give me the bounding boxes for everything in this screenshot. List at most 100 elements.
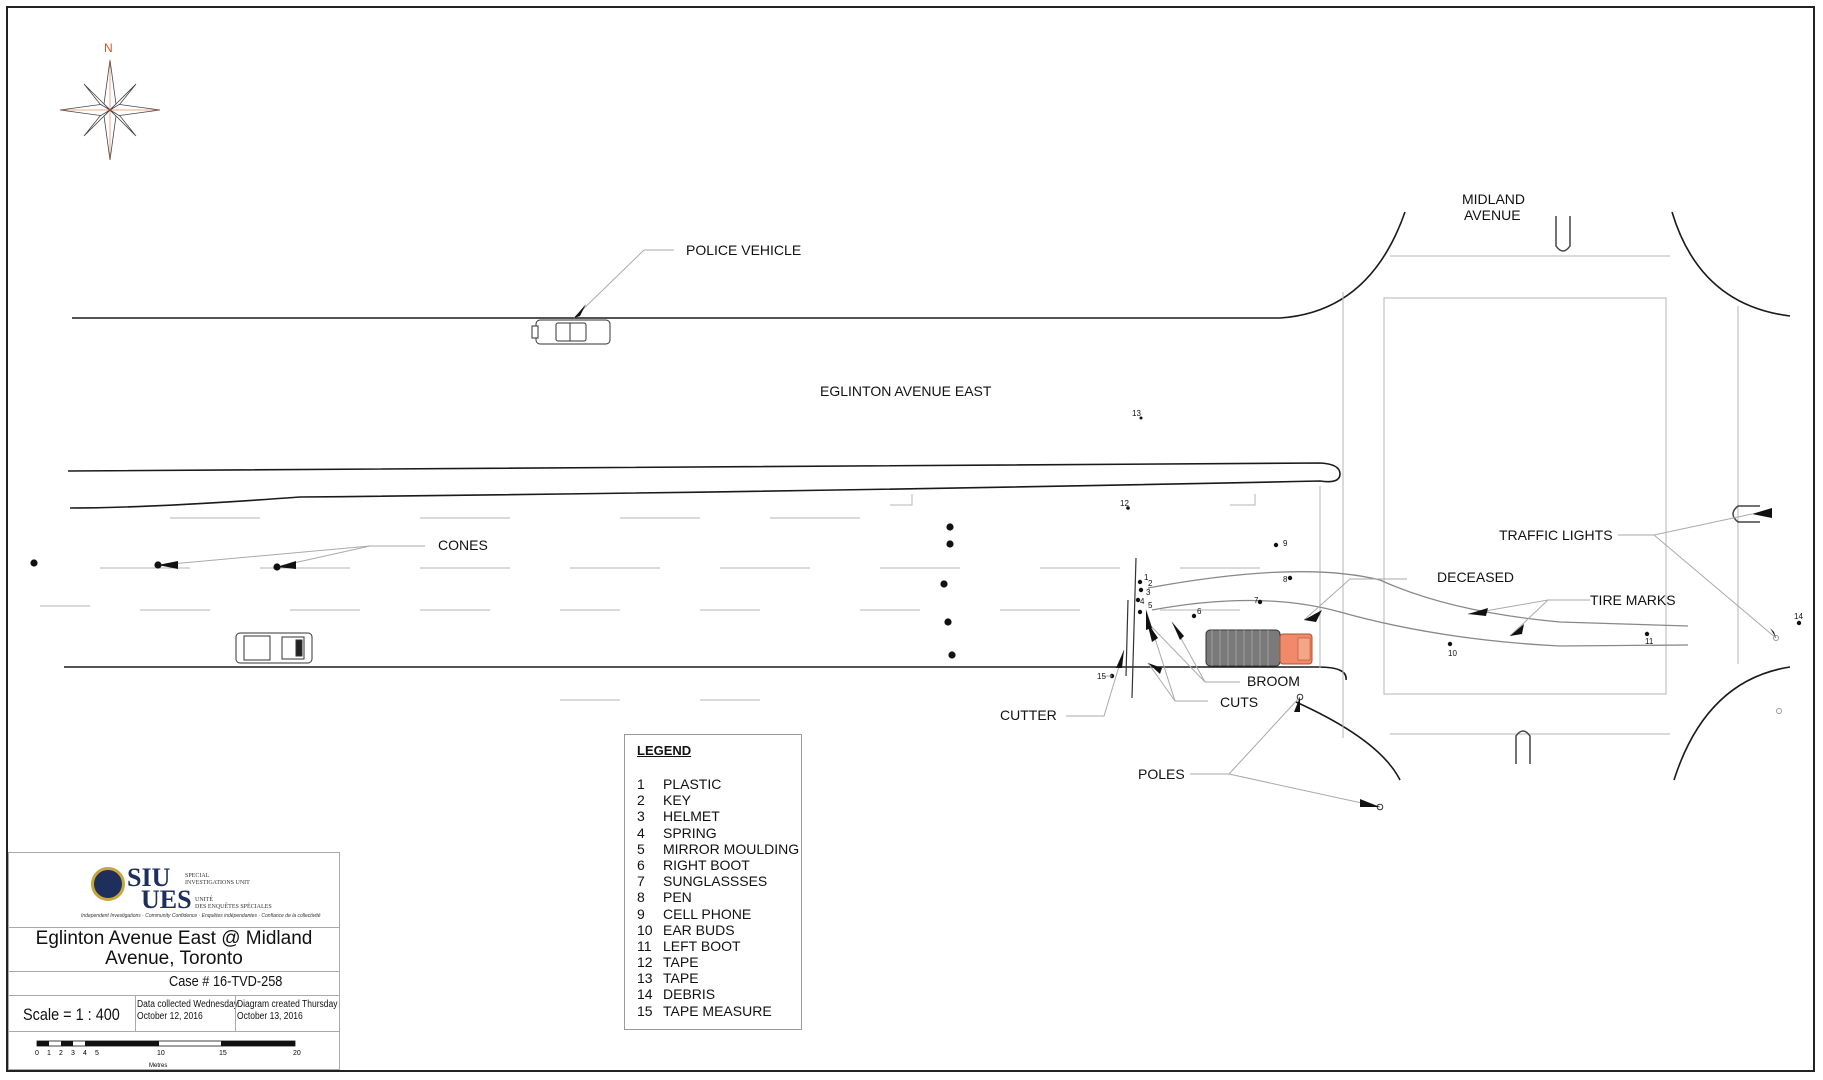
legend-item-label: PEN bbox=[663, 889, 692, 906]
legend-item: 12 TAPE bbox=[637, 954, 801, 970]
legend-item: 10 EAR BUDS bbox=[637, 922, 801, 938]
cone bbox=[940, 580, 948, 588]
south-curb bbox=[64, 666, 1347, 681]
road-edges bbox=[64, 211, 1791, 781]
legend-item-label: MIRROR MOULDING bbox=[663, 840, 800, 857]
traffic-light-pole bbox=[1776, 708, 1782, 714]
legend-item-label: RIGHT BOOT bbox=[663, 856, 750, 873]
siu-seal-icon bbox=[91, 867, 125, 901]
cones bbox=[30, 523, 956, 659]
scale-bar-tick-label: 0 bbox=[35, 1050, 39, 1057]
divider bbox=[235, 995, 236, 1031]
evidence-mark: 1 bbox=[1144, 573, 1149, 582]
evidence-mark: 12 bbox=[1120, 499, 1129, 508]
legend-item-label: SUNGLASSSES bbox=[663, 873, 768, 890]
legend-item-number: 5 bbox=[637, 840, 645, 857]
callout-tire-marks: TIRE MARKS bbox=[1590, 592, 1676, 608]
poles bbox=[1296, 635, 1782, 811]
tire-mark-lower bbox=[1151, 599, 1689, 647]
legend-item-label: CELL PHONE bbox=[663, 905, 752, 922]
siu-logo: SIU UES SPECIAL INVESTIGATIONS UNIT UNIT… bbox=[79, 861, 321, 925]
data-collected-date: Data collected Wednesday October 12, 201… bbox=[137, 999, 238, 1022]
scale-bar-tick-label: 20 bbox=[293, 1050, 301, 1057]
legend-item-number: 11 bbox=[637, 937, 652, 954]
legend-title: LEGEND bbox=[637, 743, 692, 758]
evidence-mark: 8 bbox=[1283, 575, 1288, 584]
evidence-mark: 15 bbox=[1097, 672, 1106, 681]
cone bbox=[946, 540, 954, 548]
scale-bar-tick-label: 15 bbox=[219, 1050, 227, 1057]
legend-item-number: 1 bbox=[637, 776, 645, 792]
intersection-markings bbox=[40, 216, 1760, 764]
legend-item-number: 12 bbox=[637, 954, 653, 971]
legend-item-label: HELMET bbox=[663, 808, 720, 825]
title-block: SIU UES SPECIAL INVESTIGATIONS UNIT UNIT… bbox=[8, 852, 340, 1070]
cross-street-label-line2: AVENUE bbox=[1464, 207, 1521, 223]
case-number: Case # 16-TVD-258 bbox=[169, 973, 283, 990]
scale-bar-tick-label: 10 bbox=[157, 1050, 165, 1057]
leader-lines bbox=[159, 249, 1777, 808]
evidence-dots bbox=[1109, 416, 1802, 679]
tire-mark-upper bbox=[1147, 571, 1689, 627]
divider bbox=[9, 971, 339, 972]
legend-item-number: 10 bbox=[637, 921, 653, 938]
legend-item-number: 15 bbox=[637, 1002, 653, 1019]
legend-item-label: DEBRIS bbox=[663, 986, 716, 1003]
cutter-lines bbox=[1125, 557, 1137, 699]
police-vehicle bbox=[531, 319, 611, 345]
north-curb bbox=[72, 211, 1406, 319]
legend-item: 3 HELMET bbox=[637, 808, 801, 824]
callout-broom: BROOM bbox=[1247, 673, 1300, 689]
scale-bar-unit: Metres bbox=[149, 1063, 167, 1069]
cone bbox=[944, 618, 952, 626]
logo-ues-text: UES bbox=[141, 885, 192, 914]
callout-cones: CONES bbox=[438, 537, 488, 553]
evidence-mark: 7 bbox=[1254, 596, 1259, 605]
legend-item-number: 3 bbox=[637, 808, 645, 825]
legend-item: 5 MIRROR MOULDING bbox=[637, 841, 801, 857]
scale-ratio: Scale = 1 : 400 bbox=[23, 1005, 120, 1024]
parked-vehicle bbox=[235, 632, 313, 664]
callout-poles: POLES bbox=[1138, 766, 1185, 782]
logo-tagline: Independent Investigations · Community C… bbox=[81, 913, 321, 919]
logo-fr-name: UNITÉ DES ENQUÊTES SPÉCIALES bbox=[195, 897, 272, 910]
legend-item-label: KEY bbox=[663, 792, 692, 809]
leader-arrowheads bbox=[158, 304, 1776, 807]
compass-star bbox=[59, 59, 161, 161]
legend-item-number: 8 bbox=[637, 889, 645, 906]
intersection-box bbox=[1383, 297, 1667, 695]
diagram-frame bbox=[6, 6, 1815, 1072]
legend-item-label: PLASTIC bbox=[663, 776, 722, 792]
legend-item-label: TAPE bbox=[663, 970, 699, 987]
legend-item-number: 13 bbox=[637, 970, 653, 987]
northeast-corner-curb bbox=[1671, 211, 1791, 317]
legend-item-label: EAR BUDS bbox=[663, 921, 735, 938]
diagram-created-date: Diagram created Thursday October 13, 201… bbox=[237, 999, 338, 1022]
compass-rose: N bbox=[59, 41, 161, 161]
southwest-corner-curb bbox=[1295, 701, 1401, 781]
divider bbox=[135, 995, 136, 1031]
logo-siu-text: SIU bbox=[127, 863, 171, 892]
legend-item-label: TAPE bbox=[663, 954, 699, 971]
diagram-location: Eglinton Avenue East @ Midland Avenue, T… bbox=[35, 928, 313, 969]
scale-bar-tick-label: 1 bbox=[47, 1050, 51, 1057]
cone bbox=[948, 651, 956, 659]
divider bbox=[9, 995, 339, 996]
callout-cutter: CUTTER bbox=[1000, 707, 1057, 723]
scale-bar-tick-label: 3 bbox=[71, 1050, 75, 1057]
cross-street-label-line1: MIDLAND bbox=[1462, 191, 1525, 207]
callout-police-vehicle: POLICE VEHICLE bbox=[686, 242, 801, 258]
main-street-label: EGLINTON AVENUE EAST bbox=[820, 383, 992, 399]
legend-item-number: 7 bbox=[637, 873, 645, 890]
scale-bar-tick-label: 5 bbox=[95, 1050, 99, 1057]
